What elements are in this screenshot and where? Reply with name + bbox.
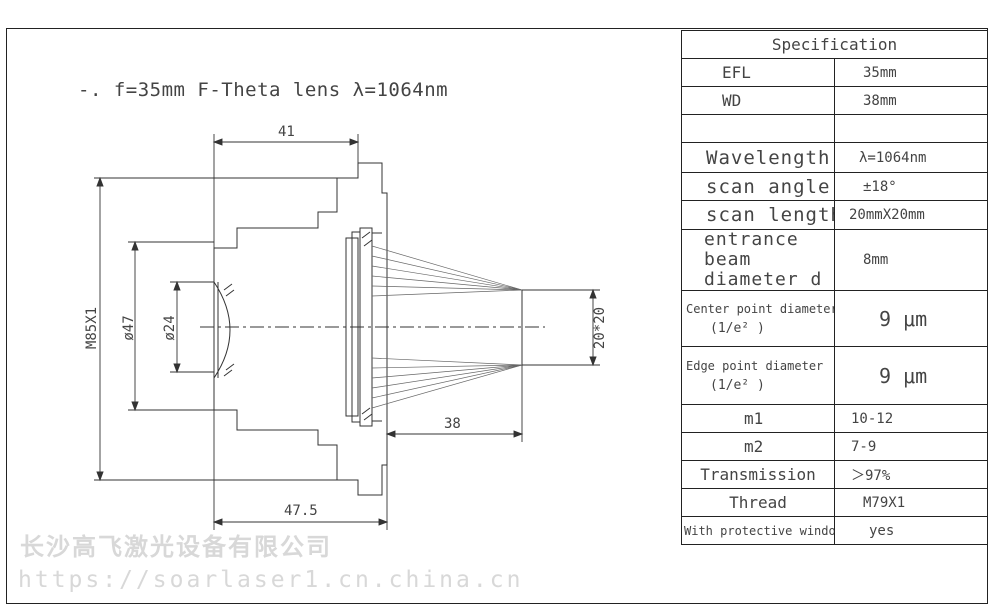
dim-working-distance: 38: [444, 416, 461, 432]
spec-row: Center point diameter(1/e² )9 μm: [681, 290, 988, 347]
drawing-title: -. f=35mm F-Theta lens λ=1064nm: [78, 79, 449, 101]
dim-outer-thread: M85X1: [84, 306, 100, 350]
drawing-frame: [6, 28, 988, 604]
spec-row: scan angle±18°: [681, 172, 988, 201]
dim-bottom-width: 47.5: [284, 503, 318, 519]
spec-row: [681, 114, 988, 143]
spec-row: Edge point diameter(1/e² )9 μm: [681, 346, 988, 405]
watermark-url: https://soarlaser1.cn.china.cn: [18, 567, 524, 593]
spec-row: Transmission＞97%: [681, 460, 988, 489]
front-lens: [213, 281, 231, 379]
dim-inner-diameter: ø47: [121, 315, 137, 341]
housing-outline: [213, 162, 388, 496]
watermark-company: 长沙高飞激光设备有限公司: [20, 533, 332, 561]
spec-header: Specification: [681, 30, 988, 59]
dim-top-width: 41: [278, 124, 295, 140]
dim-lens-diameter: ø24: [162, 315, 178, 341]
dim-scan-field: 20*20: [592, 306, 608, 350]
